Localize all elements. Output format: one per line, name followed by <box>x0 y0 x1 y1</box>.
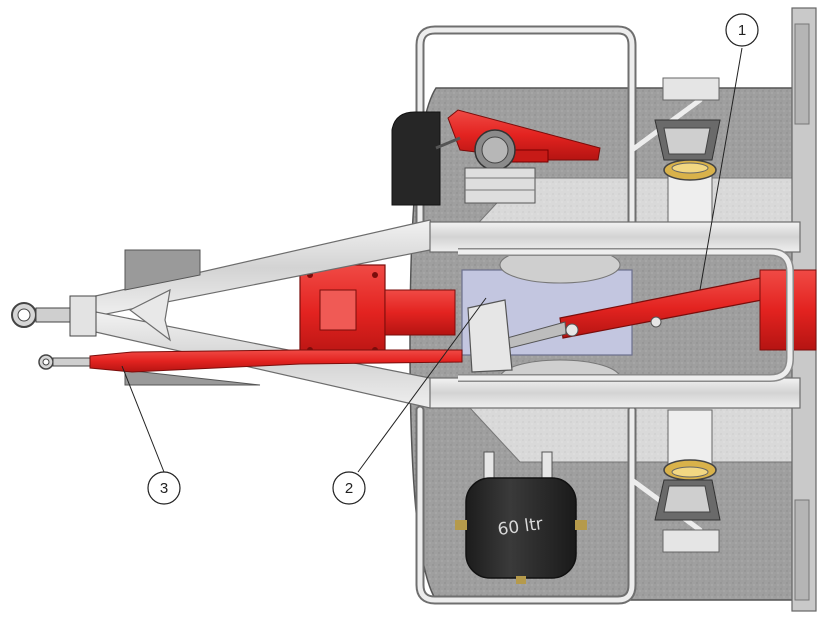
callout-leaders <box>121 47 743 473</box>
stabilizer-rod <box>38 349 463 373</box>
callout-2-label: 2 <box>345 480 353 497</box>
coupling-housing <box>299 264 456 361</box>
callout-3: 3 <box>147 471 181 505</box>
tow-eye <box>11 295 97 337</box>
wheel-guard <box>391 111 441 206</box>
air-tank: 60 ltr <box>455 451 587 584</box>
frame-gusset-top <box>124 249 201 291</box>
suspension-top <box>654 77 721 231</box>
frame-gusset-bottom <box>124 369 261 386</box>
suspension-bottom <box>654 409 721 553</box>
callout-3-label: 3 <box>160 480 168 497</box>
handbrake-mechanism <box>435 109 601 204</box>
callout-2: 2 <box>332 471 366 505</box>
callout-1: 1 <box>725 13 759 47</box>
pivot-bracket <box>467 299 513 373</box>
callout-1-label: 1 <box>738 22 746 39</box>
